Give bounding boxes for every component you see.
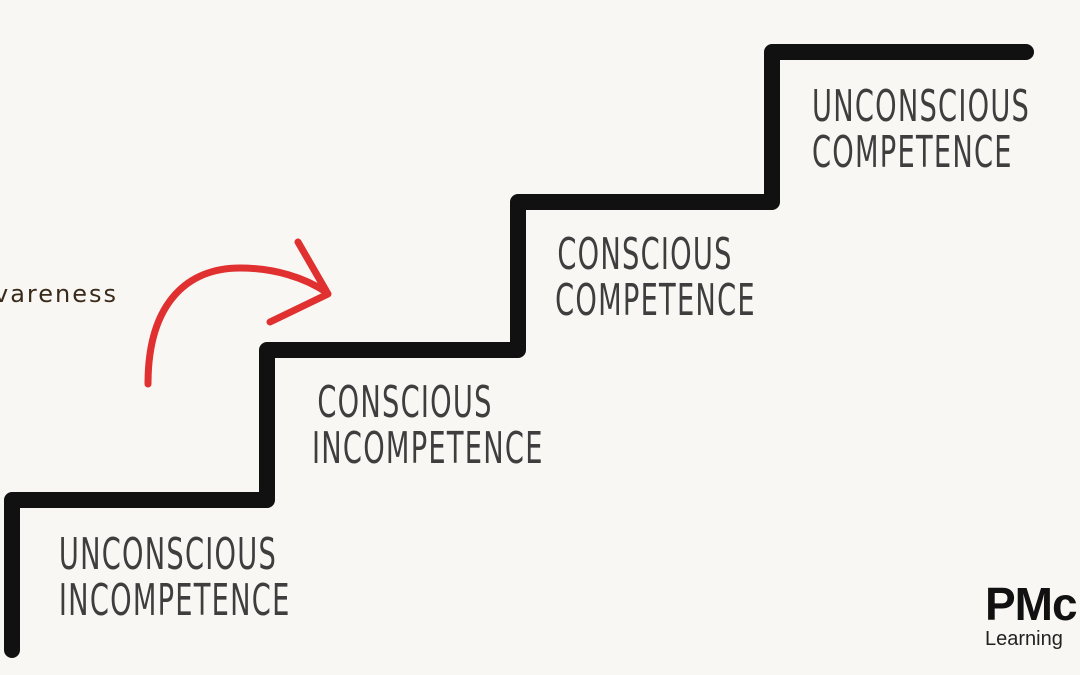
brand-logo: PMc Learning (985, 580, 1080, 675)
step-label-line1: UNCONSCIOUS (812, 81, 1031, 132)
step-label-conscious-incompetence: CONSCIOUS INCOMPETENCE (312, 377, 544, 474)
staircase-line (4, 44, 1034, 658)
step-label-conscious-competence: CONSCIOUS COMPETENCE (555, 229, 756, 326)
step-label-line2: COMPETENCE (812, 127, 1013, 178)
step-label-line1: CONSCIOUS (317, 377, 493, 428)
curved-arrow-icon (144, 238, 332, 388)
step-label-line2: COMPETENCE (555, 275, 756, 326)
step-label-line2: INCOMPETENCE (58, 575, 291, 626)
step-label-unconscious-incompetence: UNCONSCIOUS INCOMPETENCE (58, 529, 291, 626)
step-label-line2: INCOMPETENCE (312, 423, 544, 474)
step-label-line1: UNCONSCIOUS (58, 529, 278, 580)
brand-mark: PMc (985, 580, 1078, 630)
step-label-line1: CONSCIOUS (557, 229, 733, 280)
awareness-label: vareness (0, 280, 118, 308)
arrow-curve (144, 264, 330, 388)
arrow-head (266, 238, 332, 326)
step-label-unconscious-competence: UNCONSCIOUS COMPETENCE (812, 81, 1031, 178)
brand-subtitle: Learning (985, 628, 1063, 650)
